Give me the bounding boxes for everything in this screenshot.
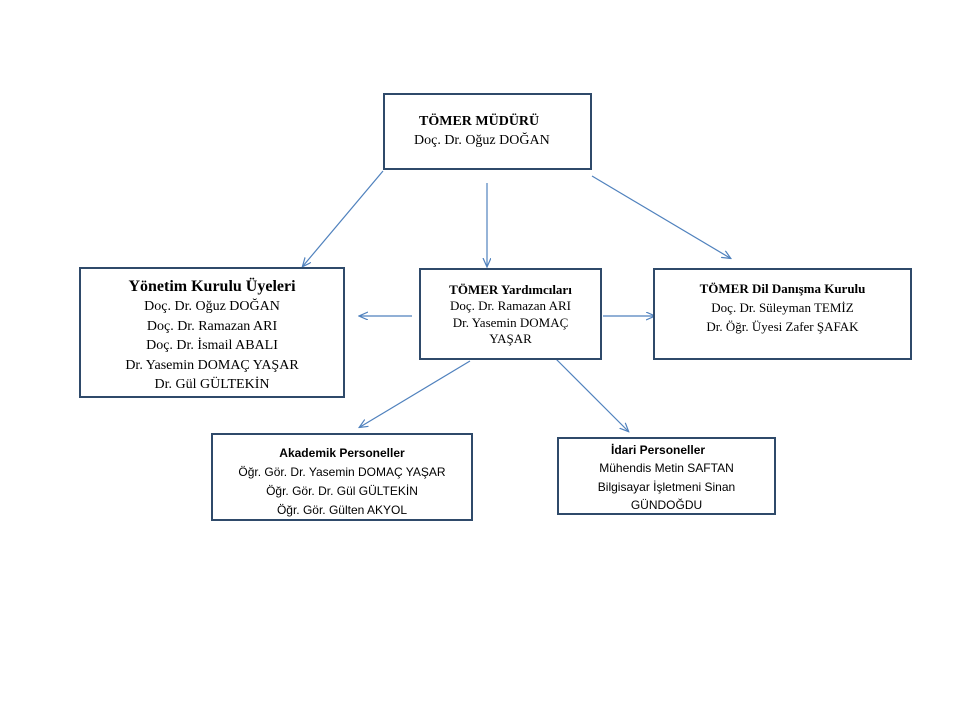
board-member: Dr. Gül GÜLTEKİN — [154, 377, 270, 392]
academic-staff-box: Akademik Personeller Öğr. Gör. Dr. Yasem… — [211, 433, 473, 521]
director-box: TÖMER MÜDÜRÜ Doç. Dr. Oğuz DOĞAN — [383, 93, 592, 170]
admin-staff-title: İdari Personeller — [611, 443, 706, 457]
board-title: Yönetim Kurulu Üyeleri — [128, 278, 296, 295]
board-member: Doç. Dr. Oğuz DOĞAN — [144, 299, 280, 314]
assistants-member: Dr. Yasemin DOMAÇ YAŞAR — [452, 314, 569, 347]
arrow-director-to-board — [303, 170, 384, 266]
language-board-member: Dr. Öğr. Üyesi Zafer ŞAFAK — [706, 319, 859, 334]
board-member: Doç. Dr. İsmail ABALI — [146, 338, 278, 353]
board-member: Doç. Dr. Ramazan ARI — [146, 318, 278, 334]
admin-staff-member: Bilgisayar İşletmeni Sinan GÜNDOĞDU — [597, 479, 736, 513]
director-name: Doç. Dr. Oğuz DOĞAN — [414, 133, 550, 148]
language-board-title: TÖMER Dil Danışma Kurulu — [699, 281, 866, 296]
academic-staff-title: Akademik Personeller — [279, 446, 405, 460]
board-member: Dr. Yasemin DOMAÇ YAŞAR — [125, 357, 299, 373]
language-board-member: Doç. Dr. Süleyman TEMİZ — [711, 300, 854, 315]
director-title: TÖMER MÜDÜRÜ — [419, 114, 540, 129]
board-box: Yönetim Kurulu Üyeleri Doç. Dr. Oğuz DOĞ… — [79, 267, 345, 398]
academic-staff-member: Öğr. Gör. Dr. Gül GÜLTEKİN — [266, 484, 418, 498]
arrow-assistants-to-admin — [554, 357, 628, 431]
academic-staff-member: Öğr. Gör. Dr. Yasemin DOMAÇ YAŞAR — [238, 465, 446, 479]
arrow-assistants-to-academic — [360, 360, 471, 427]
language-board-box: TÖMER Dil Danışma Kurulu Doç. Dr. Süleym… — [653, 268, 912, 360]
arrow-director-to-language-board — [591, 175, 730, 258]
assistants-member: Doç. Dr. Ramazan ARI — [450, 298, 571, 313]
assistants-title: TÖMER Yardımcıları — [449, 282, 572, 297]
admin-staff-box: İdari Personeller Mühendis Metin SAFTAN … — [557, 437, 776, 515]
academic-staff-member: Öğr. Gör. Gülten AKYOL — [276, 503, 408, 517]
admin-staff-member: Mühendis Metin SAFTAN — [599, 461, 734, 475]
assistants-box: TÖMER Yardımcıları Doç. Dr. Ramazan ARI … — [419, 268, 602, 360]
